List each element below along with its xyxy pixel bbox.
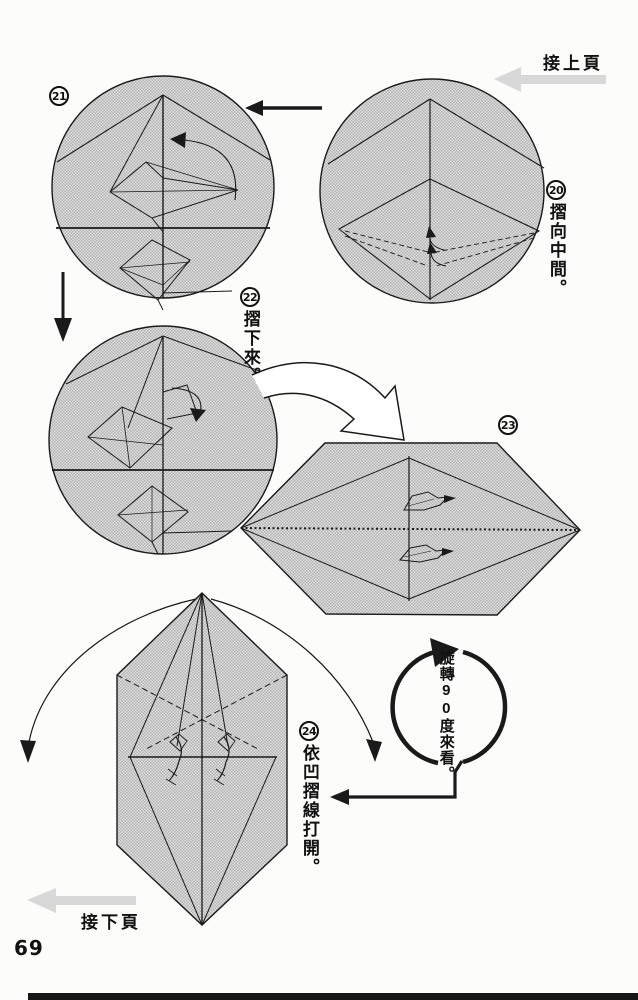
step-20-instruction: 摺向中間。 [546,203,566,298]
step-22-caption: 22 摺下來。 [240,287,260,386]
next-page-arrow-icon [27,888,136,913]
open-fold-right-arrow-icon [210,598,382,762]
rotate-note: 旋轉90度來看。 [437,650,455,782]
step-23-diagram [240,442,581,616]
step-22-instruction: 摺下來。 [240,310,260,386]
step-22-diagram [48,325,278,555]
step-24-caption: 24 依凹摺線打開。 [299,721,319,877]
page-number: 69 [14,936,44,960]
prev-page-arrow-icon [494,67,606,92]
prev-page-label: 接上頁 [543,54,603,73]
step-24-diagram [116,592,288,926]
rotate-90-arrow-icon [330,638,508,805]
next-step-curved-arrow-icon [251,361,405,441]
step-20-diagram [319,78,545,304]
step-20-caption: 20 摺向中間。 [546,180,566,298]
step-22-number: 22 [240,287,260,307]
next-page-label: 接下頁 [81,913,141,932]
scan-edge [28,993,638,1000]
sequence-down-arrow-icon [54,272,72,342]
step-23-number: 23 [498,415,518,435]
open-fold-left-arrow-icon [20,598,197,763]
step-24-instruction: 依凹摺線打開。 [299,744,319,877]
step-21-diagram [51,75,275,311]
step-21-number-badge: 21 [49,86,69,106]
step-23-number-badge: 23 [498,415,518,435]
fold-direction-left-arrow-icon [245,100,322,116]
step-21-number: 21 [49,86,69,106]
step-20-number: 20 [546,180,566,200]
step-24-number: 24 [299,721,319,741]
